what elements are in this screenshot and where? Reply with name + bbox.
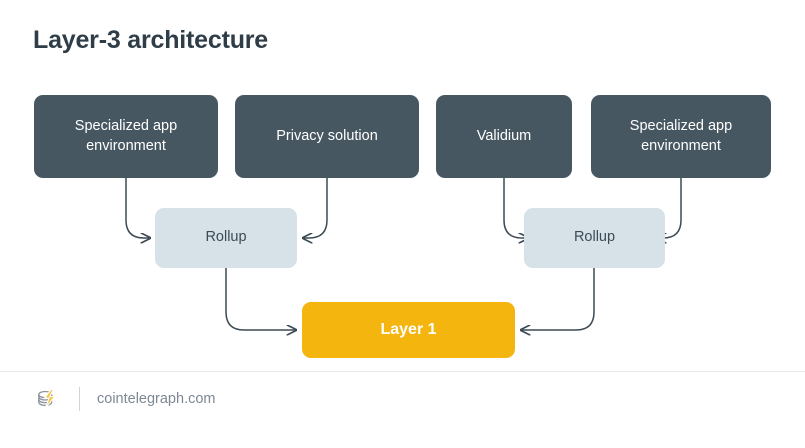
node-privacy-solution[interactable]: Privacy solution [235,95,419,178]
edge-rollup-left-to-layer1 [225,268,296,330]
footer-separator [79,387,80,411]
node-label: Validium [476,127,532,144]
node-label: Privacy solution [276,127,378,144]
node-label: Specialized app environment [629,117,733,154]
node-specialized-app-environment-right[interactable]: Specialized app environment [591,95,771,178]
footer-site-label: cointelegraph.com [97,391,216,407]
node-layer-1[interactable]: Layer 1 [302,302,515,358]
footer-divider-rule [0,371,805,372]
footer: cointelegraph.com [33,384,216,414]
node-specialized-app-environment-left[interactable]: Specialized app environment [34,95,218,178]
edge-specialized-left-to-rollup-left [125,178,150,238]
edge-rollup-right-to-layer1 [521,268,595,330]
node-rollup-left[interactable]: Rollup [155,208,297,268]
cointelegraph-logo-icon [33,385,61,413]
node-label: Rollup [573,229,616,246]
node-validium[interactable]: Validium [436,95,572,178]
node-label: Rollup [205,229,247,246]
node-label: Specialized app environment [74,117,178,154]
page-title: Layer-3 architecture [33,26,269,54]
node-label: Layer 1 [380,321,437,339]
node-rollup-right[interactable]: Rollup [524,208,665,268]
edge-privacy-to-rollup-left [303,178,328,238]
